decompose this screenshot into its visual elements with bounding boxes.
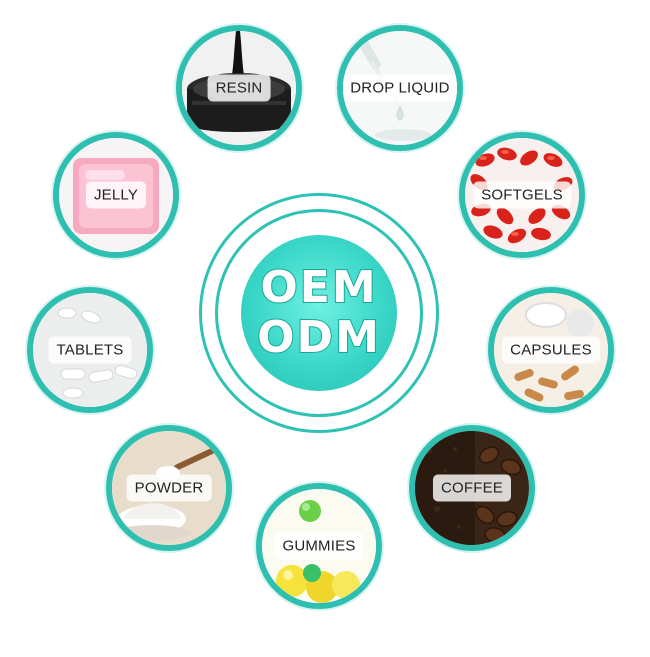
label-jelly: JELLY bbox=[85, 181, 147, 209]
product-tablets: TABLETS bbox=[27, 287, 153, 413]
product-resin: RESIN bbox=[176, 25, 302, 151]
oem-odm-hub: OEM ODM bbox=[199, 193, 439, 433]
label-gummies: GUMMIES bbox=[274, 532, 364, 560]
label-tablets: TABLETS bbox=[48, 336, 132, 364]
product-drop-liquid: DROP LIQUID bbox=[337, 25, 463, 151]
label-powder: POWDER bbox=[126, 474, 212, 502]
hub-title-odm: ODM bbox=[256, 312, 381, 364]
hub-core: OEM ODM bbox=[241, 235, 397, 391]
product-capsules: CAPSULES bbox=[488, 287, 614, 413]
product-jelly: JELLY bbox=[53, 132, 179, 258]
hub-title-oem: OEM bbox=[259, 262, 378, 314]
product-gummies: GUMMIES bbox=[256, 483, 382, 609]
label-softgels: SOFTGELS bbox=[473, 181, 571, 209]
label-coffee: COFFEE bbox=[432, 474, 512, 502]
product-coffee: COFFEE bbox=[409, 425, 535, 551]
hub-inner-ring bbox=[215, 209, 423, 417]
product-powder: POWDER bbox=[106, 425, 232, 551]
product-softgels: SOFTGELS bbox=[459, 132, 585, 258]
label-capsules: CAPSULES bbox=[502, 336, 600, 364]
label-drop-liquid: DROP LIQUID bbox=[343, 74, 457, 102]
hub-outer-ring bbox=[199, 193, 439, 433]
label-resin: RESIN bbox=[207, 74, 271, 102]
